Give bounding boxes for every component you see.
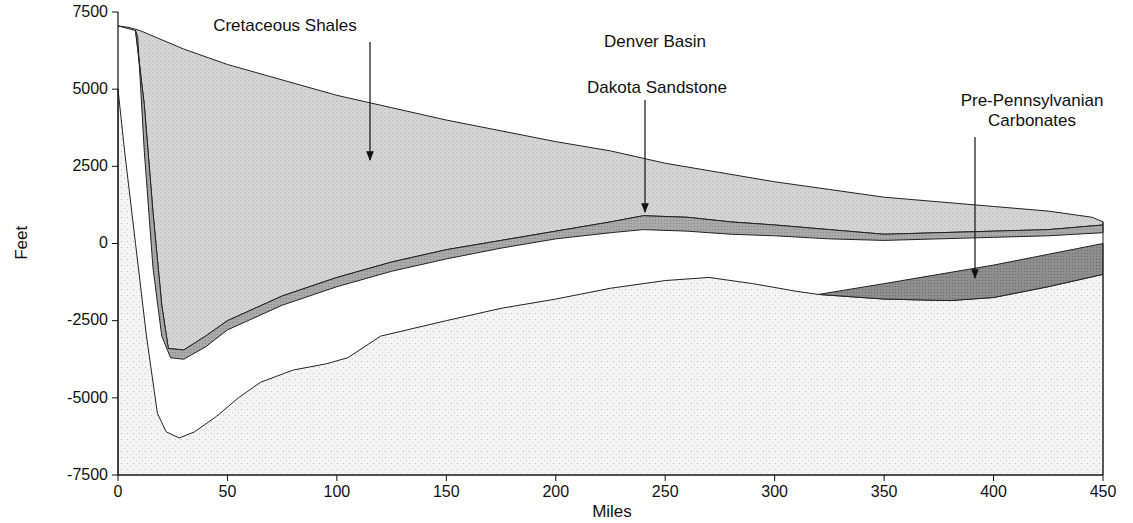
axis-tick [665, 475, 666, 481]
layer-label: Dakota Sandstone [587, 78, 727, 98]
axis-tick [227, 475, 228, 481]
layer-label: Cretaceous Shales [213, 16, 357, 36]
axis-tick [112, 475, 118, 476]
leader-arrow [974, 137, 975, 278]
axis-tick-label: 50 [219, 483, 237, 501]
leader-arrow [644, 100, 645, 212]
axis-tick-label: 350 [871, 483, 898, 501]
axis-tick-label: 5000 [72, 80, 108, 98]
axis-title: Feet [12, 226, 32, 260]
axis-tick-label: 300 [761, 483, 788, 501]
axis-tick-label: 200 [542, 483, 569, 501]
axis-tick [446, 475, 447, 481]
sandstone-layer [136, 31, 1103, 360]
axis-tick [112, 166, 118, 167]
axis-tick-label: 250 [652, 483, 679, 501]
axis-tick [112, 89, 118, 90]
axis-tick-label: 100 [324, 483, 351, 501]
axis-tick-label: -2500 [67, 311, 108, 329]
layer-label: Pre-Pennsylvanian Carbonates [947, 91, 1117, 130]
axis-tick-label: 0 [99, 234, 108, 252]
axis-tick [884, 475, 885, 481]
region-title: Denver Basin [604, 32, 706, 52]
axis-tick-label: 400 [980, 483, 1007, 501]
axis-tick-label: -7500 [67, 466, 108, 484]
axis-tick [774, 475, 775, 481]
axis-tick-label: 7500 [72, 3, 108, 21]
axis-tick [336, 475, 337, 481]
axis-tick-label: 150 [433, 483, 460, 501]
axis-tick [112, 320, 118, 321]
axis-line [118, 12, 1103, 475]
axis-tick [993, 475, 994, 481]
axis-tick [555, 475, 556, 481]
axis-tick [1103, 475, 1104, 481]
axis-tick-label: -5000 [67, 389, 108, 407]
axis-tick [112, 243, 118, 244]
axis-tick [112, 397, 118, 398]
axis-title: Miles [592, 502, 632, 522]
axis-tick-label: 0 [114, 483, 123, 501]
carbonate-layer [818, 244, 1103, 301]
leader-arrow [369, 42, 370, 160]
axis-tick-label: 450 [1090, 483, 1117, 501]
axis-tick [112, 12, 118, 13]
axis-tick-label: 2500 [72, 157, 108, 175]
axis-tick [118, 475, 119, 481]
section-edge [1103, 222, 1104, 475]
shale-layer [118, 26, 1103, 350]
